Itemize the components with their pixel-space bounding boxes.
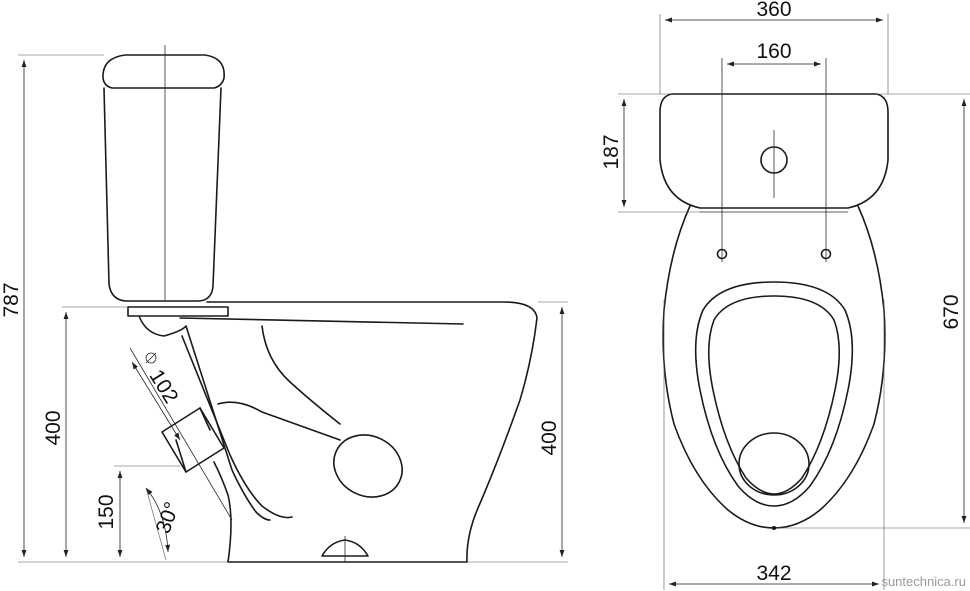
- dim-bowl-height-left: 400: [42, 410, 65, 445]
- bowl-opening-outer: [694, 281, 854, 507]
- watermark: suntechnica.ru: [881, 574, 966, 589]
- trapway-inner: [181, 335, 293, 519]
- outlet-collar: [175, 407, 211, 473]
- siphon-curve: [261, 325, 341, 425]
- cistern-body: [103, 87, 222, 302]
- dim-bowl-width: 342: [756, 562, 791, 585]
- top-view: 360 160 187 670 342: [600, 0, 970, 590]
- dim-outlet-height: 150: [95, 494, 118, 529]
- dim-hole-spacing: 160: [756, 40, 791, 63]
- cistern-lid: [102, 54, 225, 89]
- rim-inner-line: [179, 317, 464, 325]
- bowl-outline: [206, 301, 538, 563]
- bowl-opening-inner: [707, 295, 841, 495]
- outlet-axis: [129, 347, 233, 521]
- bowl-drain: [738, 432, 810, 496]
- siphon-opening: [333, 434, 403, 498]
- outlet-pipe: [161, 407, 225, 473]
- tank-top-outline: [659, 93, 889, 209]
- dim-outlet-diameter: 102: [144, 366, 182, 408]
- tank-joint: [127, 306, 229, 317]
- dim-overall-height: 787: [0, 282, 23, 317]
- siphon-upper: [217, 401, 341, 441]
- trapway-outer: [138, 315, 271, 521]
- side-view: 787 400 150 30° 102 400: [0, 45, 568, 563]
- dim-tank-width: 360: [756, 0, 791, 21]
- dim-bowl-height-right: 400: [538, 420, 561, 455]
- dim-tank-depth: 187: [600, 134, 623, 169]
- dim-total-length: 670: [940, 294, 963, 329]
